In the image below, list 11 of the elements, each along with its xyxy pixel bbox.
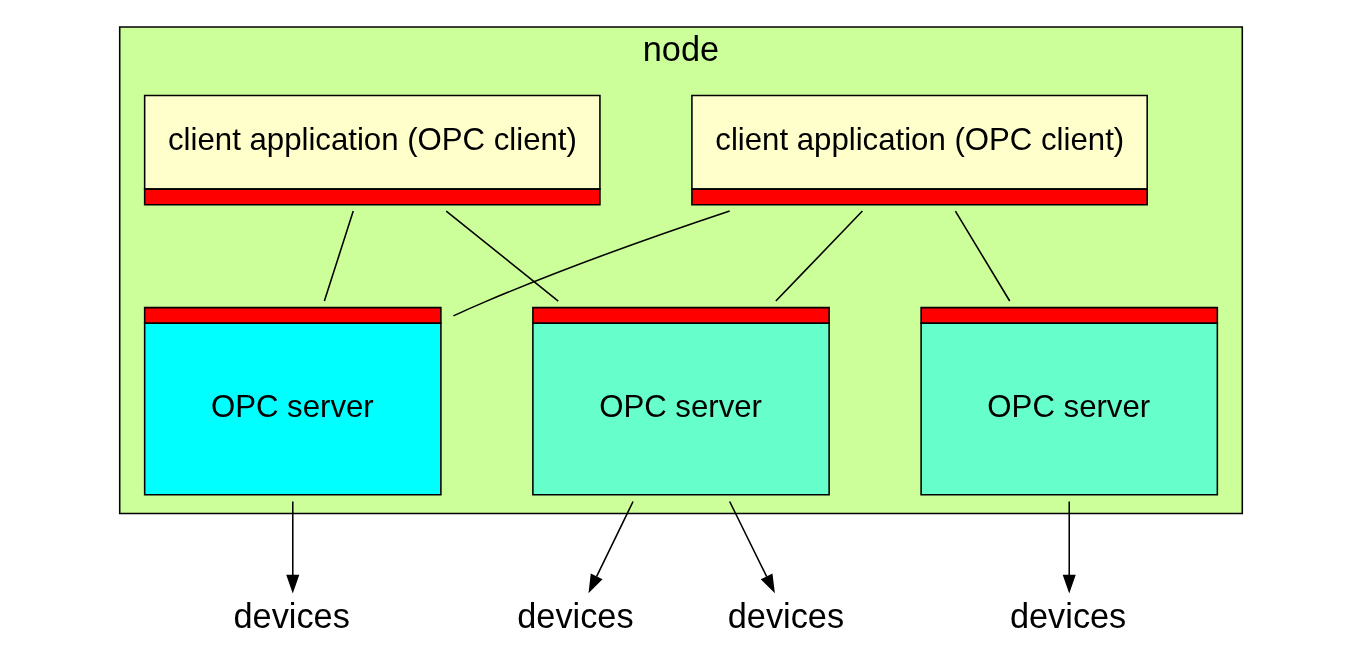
connector xyxy=(444,210,559,302)
connector xyxy=(323,210,354,302)
node-text: devices xyxy=(516,597,634,636)
arrow xyxy=(1062,500,1076,594)
node-text: devices xyxy=(727,597,844,636)
connector xyxy=(452,210,730,317)
node-text: devices xyxy=(233,597,350,636)
connector xyxy=(774,210,863,302)
arrow xyxy=(285,500,299,594)
connector xyxy=(954,210,1010,302)
node-text: devices xyxy=(1009,597,1126,636)
